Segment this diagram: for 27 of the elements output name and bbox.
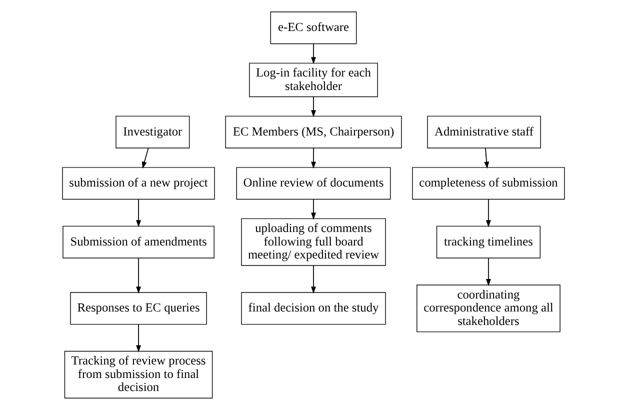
arrow bbox=[484, 148, 489, 169]
arrow bbox=[310, 265, 316, 294]
node-box: coordinating correspondence among all stakeholders bbox=[416, 284, 560, 332]
arrow bbox=[136, 324, 140, 352]
node-box: tracking timelines bbox=[436, 226, 540, 258]
node-box: submission of a new project bbox=[62, 167, 214, 200]
arrow bbox=[310, 43, 316, 64]
arrow bbox=[310, 148, 316, 169]
arrow bbox=[310, 96, 316, 118]
arrow bbox=[142, 148, 148, 169]
node-box: completeness of submission bbox=[412, 167, 564, 200]
node-box: Responses to EC queries bbox=[70, 292, 206, 325]
arrow bbox=[136, 199, 140, 228]
node-box: Administrative staff bbox=[426, 116, 540, 148]
arrow bbox=[136, 258, 140, 294]
node-box: Tracking of review process from submission to final decision bbox=[64, 350, 212, 398]
node-box: final decision on the study bbox=[240, 292, 386, 325]
arrow bbox=[486, 199, 490, 228]
node-box: Log-in facility for each stakeholder bbox=[248, 62, 378, 98]
arrow bbox=[486, 258, 490, 286]
node-box: uploading of comments following full board meeting/ expedited review bbox=[240, 218, 386, 266]
node-box: Investigator bbox=[115, 116, 190, 148]
node-box: e-EC software bbox=[270, 12, 356, 44]
node-box: Online review of documents bbox=[236, 167, 390, 200]
node-box: EC Members (MS, Chairperson) bbox=[224, 116, 402, 148]
arrow bbox=[310, 199, 316, 220]
node-box: Submission of amendments bbox=[62, 226, 214, 258]
